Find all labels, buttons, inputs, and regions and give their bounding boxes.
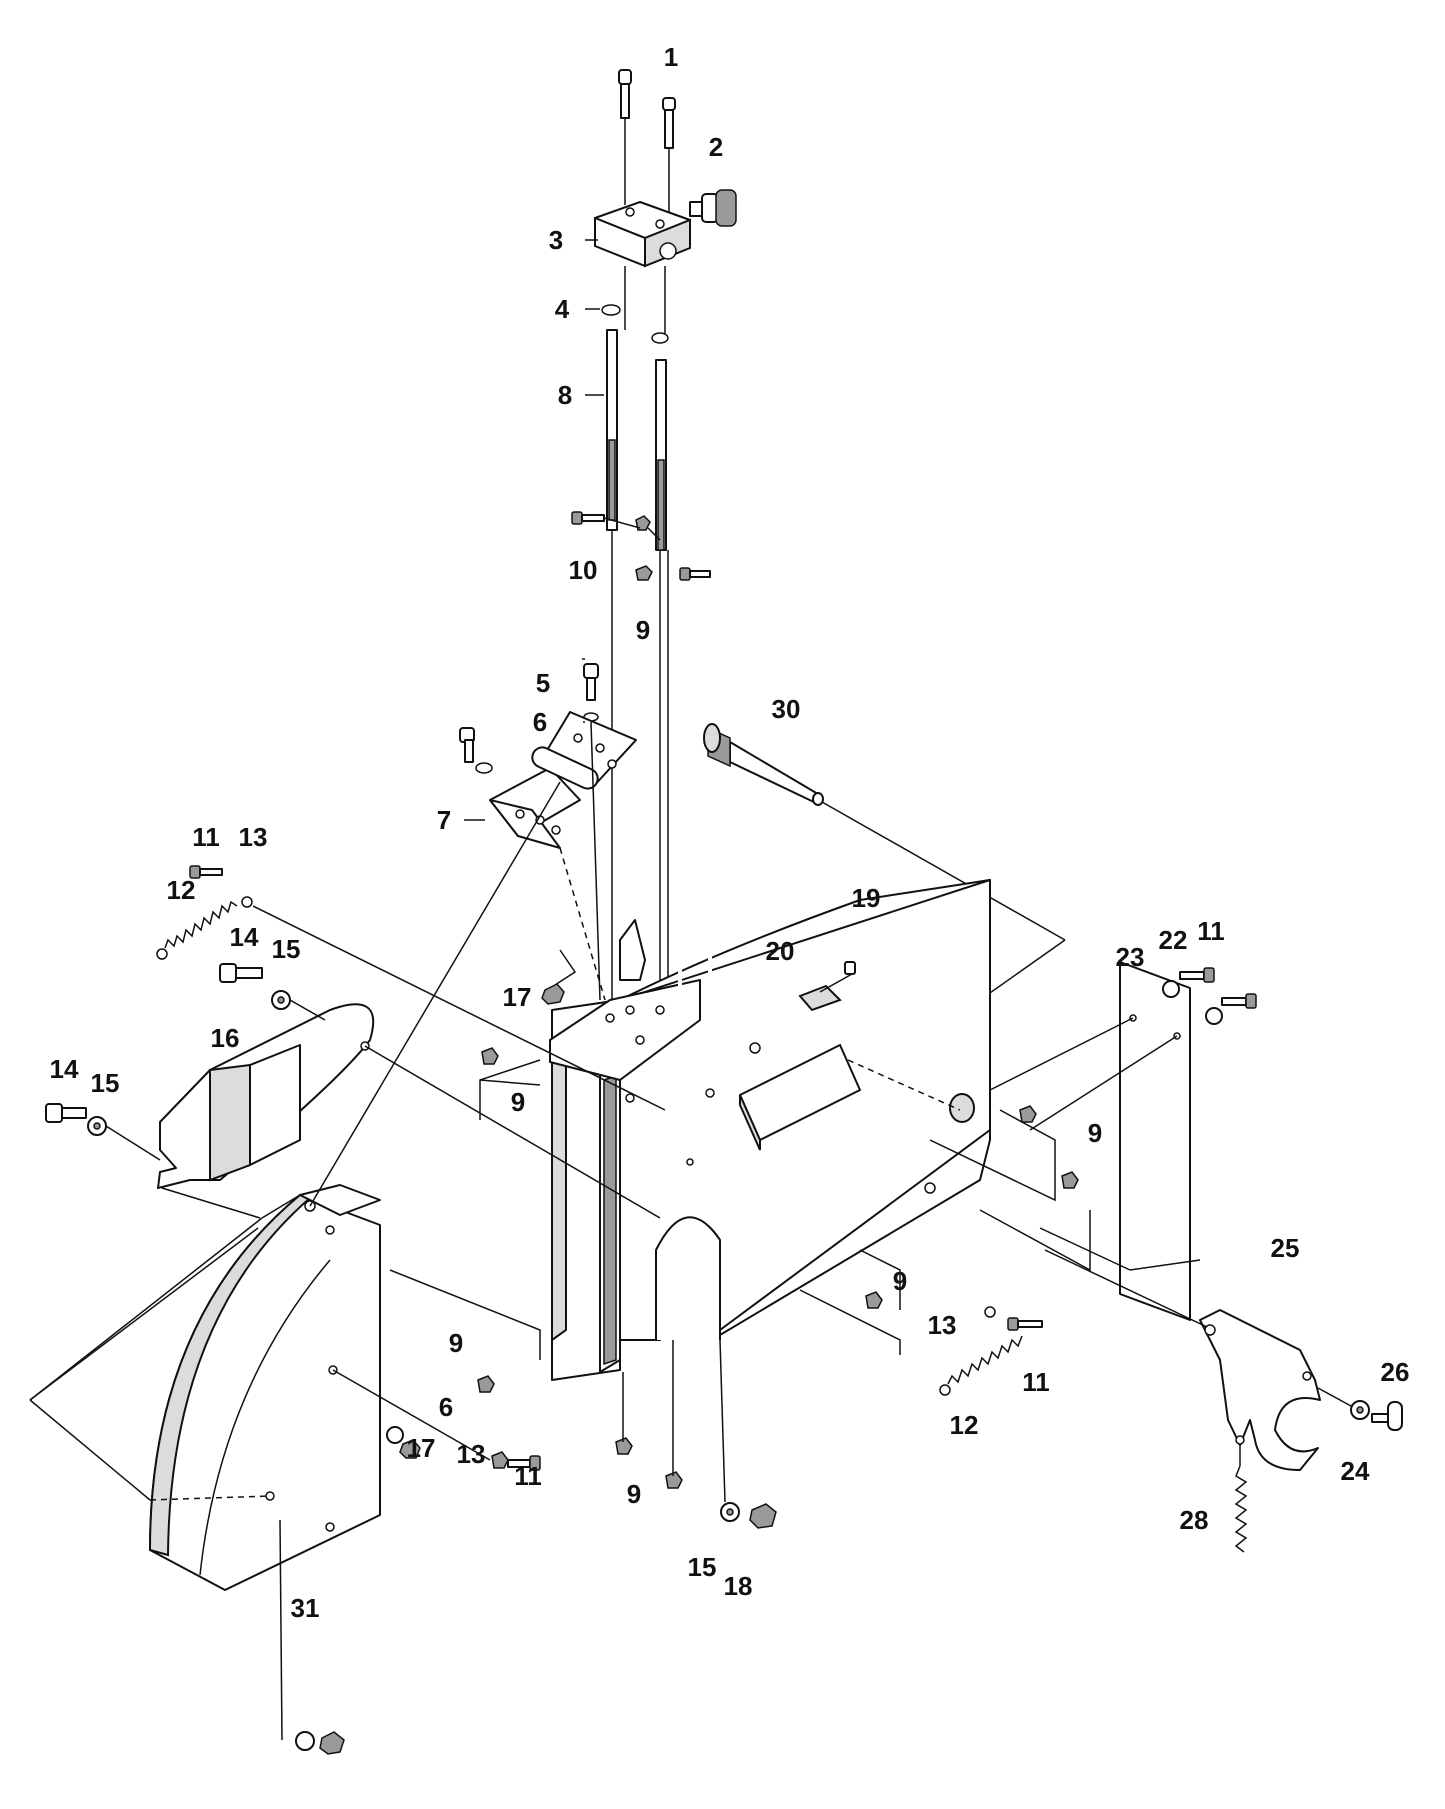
callout-4: 4	[555, 294, 570, 324]
callout-14: 14	[50, 1054, 79, 1084]
front-guard-31	[148, 1184, 381, 1591]
bolt-1-right	[662, 97, 676, 149]
callout-13: 13	[457, 1439, 486, 1469]
callout-9: 9	[627, 1479, 641, 1509]
washer-13-lower-right	[984, 1306, 996, 1318]
guard-plate-16	[157, 1003, 375, 1189]
callout-6: 6	[533, 707, 547, 737]
bolt-11-right-lower	[1221, 993, 1257, 1009]
callout-8: 8	[558, 380, 572, 410]
callout-1: 1	[664, 42, 678, 72]
callout-12: 12	[950, 1410, 979, 1440]
nut-9-center-lower	[615, 1437, 633, 1455]
guide-rod-8-left	[606, 329, 618, 531]
callout-24: 24	[1341, 1456, 1370, 1486]
bolt-10-right	[679, 567, 711, 581]
washer-13-upper-left	[241, 896, 253, 908]
callout-16: 16	[211, 1023, 240, 1053]
callout-10: 10	[569, 555, 598, 585]
side-plate-23	[1119, 961, 1191, 1321]
callout-17: 17	[407, 1433, 436, 1463]
callout-9: 9	[1088, 1118, 1102, 1148]
washer-4-right	[651, 332, 669, 344]
callout-25: 25	[1271, 1233, 1300, 1263]
bolt-11-lower-right	[1007, 1317, 1043, 1331]
callout-15: 15	[91, 1068, 120, 1098]
callout-11: 11	[514, 1461, 542, 1491]
callout-9: 9	[449, 1328, 463, 1358]
bolt-26	[1371, 1401, 1403, 1431]
washer-7-side	[475, 762, 493, 774]
nut-17-upper	[541, 983, 565, 1005]
spring-12-upper	[156, 900, 238, 960]
clamp-block-3	[594, 201, 691, 268]
callout-7: 7	[437, 805, 451, 835]
knob-2	[689, 189, 737, 227]
washer-22-lower	[1205, 1007, 1223, 1025]
callout-6: 6	[439, 1392, 453, 1422]
shaft-30	[703, 723, 824, 806]
nut-9-mid-right	[865, 1291, 883, 1309]
callout-19: 19	[852, 883, 881, 913]
wing-clip-19	[798, 961, 856, 1012]
callout-31: 31	[291, 1593, 320, 1623]
spring-12-lower	[939, 1335, 1023, 1396]
callout-15: 15	[272, 934, 301, 964]
bolt-10	[571, 511, 605, 525]
callout-11: 11	[1197, 916, 1225, 946]
callout-9: 9	[636, 615, 650, 645]
callout-11: 11	[1022, 1367, 1050, 1397]
nut-9-right-b	[1061, 1171, 1079, 1189]
callout-9: 9	[511, 1087, 525, 1117]
bolt-5	[583, 663, 599, 701]
bolt-7-side	[459, 727, 475, 763]
callout-26: 26	[1381, 1357, 1410, 1387]
bolt-11-upper-left	[189, 865, 223, 879]
nut-bottom-left	[319, 1731, 345, 1755]
nut-9-rod-right	[635, 515, 651, 531]
bolt-14-lower	[45, 1103, 87, 1123]
pin-end	[949, 1093, 975, 1123]
spring-28	[1234, 1445, 1248, 1553]
nut-13-lower	[491, 1451, 509, 1469]
callout-11: 11	[192, 822, 220, 852]
washer-6-lower	[386, 1426, 404, 1444]
callout-14: 14	[230, 922, 259, 952]
callout-13: 13	[239, 822, 268, 852]
washer-22	[1162, 980, 1180, 998]
washer-4-left	[601, 304, 621, 316]
callout-17: 17	[503, 982, 532, 1012]
bolt-11-lower-left	[507, 1455, 541, 1471]
lever-25	[1199, 1309, 1321, 1471]
callout-23: 23	[1116, 942, 1145, 972]
callout-13: 13	[928, 1310, 957, 1340]
main-frame-20	[549, 879, 991, 1381]
washer-bottom-left	[295, 1731, 315, 1751]
callout-15: 15	[688, 1552, 717, 1582]
callout-20: 20	[766, 936, 795, 966]
callout-12: 12	[167, 875, 196, 905]
callout-22: 22	[1159, 925, 1188, 955]
hinge-7	[489, 711, 637, 849]
nut-9-upper-left	[481, 1047, 499, 1065]
bolt-14-upper	[219, 963, 263, 983]
callout-2: 2	[709, 132, 723, 162]
callout-labels: 1 2 3 4 8 10 9 5 6 30 7 11 13 12 19 14 1…	[50, 42, 1410, 1623]
bolt-1-left	[618, 69, 632, 119]
callout-3: 3	[549, 225, 563, 255]
nut-9-center-bottom	[665, 1471, 683, 1489]
nut-18	[749, 1503, 777, 1529]
nut-9-rod-left	[635, 565, 653, 581]
callout-28: 28	[1180, 1505, 1209, 1535]
nut-9-right-a	[1019, 1105, 1037, 1123]
callout-9: 9	[893, 1266, 907, 1296]
nut-9-left-bottom	[477, 1375, 495, 1393]
callout-5: 5	[536, 668, 550, 698]
callout-18: 18	[724, 1571, 753, 1601]
nut-17-lower	[399, 1439, 421, 1459]
bolt-11-right-top	[1179, 967, 1215, 983]
callout-30: 30	[772, 694, 801, 724]
guide-rod-8-right	[655, 359, 667, 551]
